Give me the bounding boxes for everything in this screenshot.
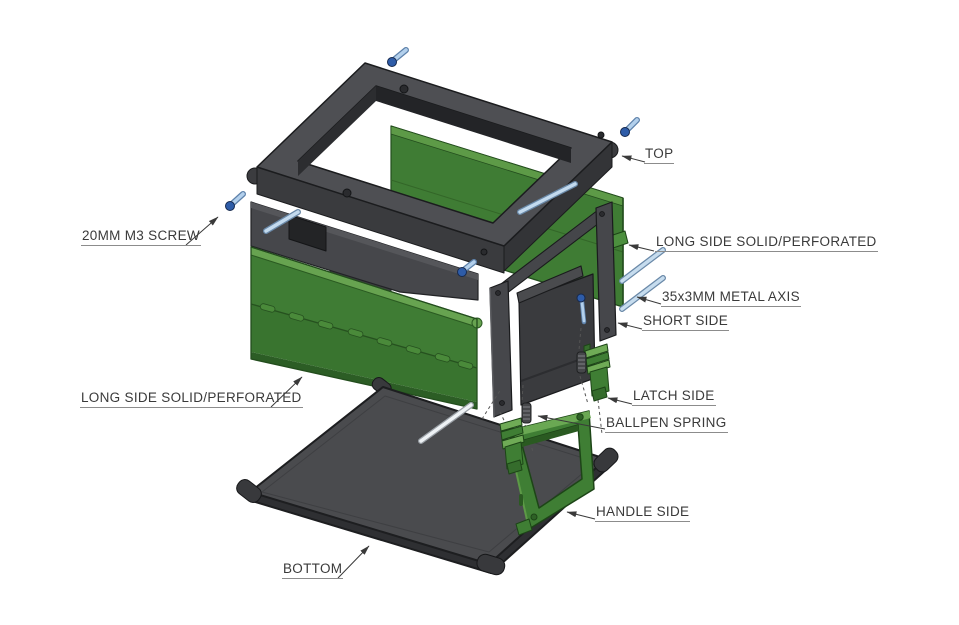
short-side-right-panel [489,201,617,418]
latch-side-bracket [583,343,611,402]
long-side-front-hinged-panel [250,246,483,410]
m3-screw [620,117,640,137]
hinge-axis-rods [263,181,578,234]
callout-metal-axis: 35x3MM METAL AXIS [661,290,801,307]
m3-screw-vertical [576,293,587,325]
screw-hole [597,131,605,139]
plate-bumper [476,553,506,576]
plate-bumper [593,447,619,473]
screw-hole [530,513,538,521]
hinge-knuckles [259,303,474,370]
callout-long-side-right-label: LONG SIDE SOLID/PERFORATED [656,234,877,249]
callout-long-side-left: LONG SIDE SOLID/PERFORATED [80,391,303,408]
callout-top: TOP [644,146,675,164]
m3-screw [457,259,477,277]
metal-axis-on-plate [418,402,474,444]
callout-long-side-right: LONG SIDE SOLID/PERFORATED [655,235,878,252]
callout-metal-axis-label: 35x3MM METAL AXIS [662,289,800,304]
callout-bottom-label: BOTTOM [283,561,343,576]
screw-hole [342,188,352,198]
callout-latch-side-label: LATCH SIDE [633,388,715,403]
handle-side-frame [506,410,595,536]
leader-lines [185,155,662,579]
callout-ballpen-spring-label: BALLPEN SPRING [606,415,727,430]
callout-latch-side: LATCH SIDE [632,389,716,406]
screw-hole [495,290,501,296]
ballpen-spring-upper [576,351,587,374]
screw-hole [576,413,584,421]
callout-long-side-left-label: LONG SIDE SOLID/PERFORATED [81,390,302,405]
screw-hole [599,211,605,217]
side-cutout [288,214,327,252]
ballpen-spring-lower [521,402,532,424]
m3-screws [225,47,640,277]
callout-ballpen-spring: BALLPEN SPRING [605,416,728,433]
callout-handle-side-label: HANDLE SIDE [596,504,690,519]
callout-short-side: SHORT SIDE [642,313,730,331]
screw-hole [499,400,505,406]
plate-bumper [236,479,262,503]
screw-hole [480,248,488,256]
callout-handle-side: HANDLE SIDE [595,504,691,522]
callout-screw: 20MM M3 SCREW [81,229,201,246]
callout-top-label: TOP [645,146,674,161]
top-frame [246,62,619,274]
m3-screw [225,191,246,211]
metal-axes [619,247,666,312]
callout-bottom: BOTTOM [282,561,344,579]
latch-clip [499,417,525,475]
screw-hole [399,84,409,94]
m3-screw [387,47,409,67]
callout-short-side-label: SHORT SIDE [643,313,729,328]
handle-slot [519,494,523,506]
callout-screw-label: 20MM M3 SCREW [82,228,200,243]
screw-hole [604,327,610,333]
handle-foot-tab [515,518,533,536]
